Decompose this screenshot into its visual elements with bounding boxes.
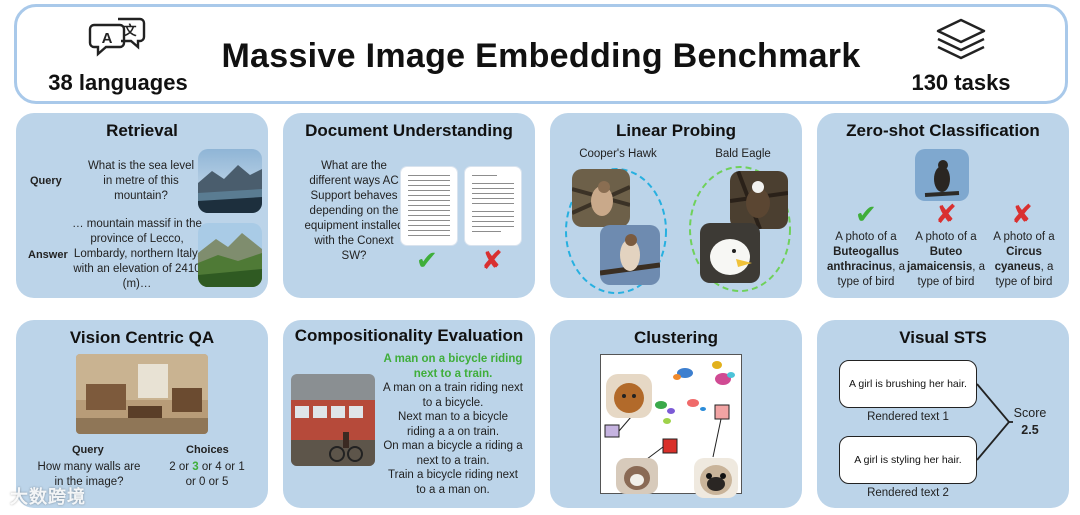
page-title: Massive Image Embedding Benchmark bbox=[221, 37, 861, 75]
class-label-coopers-hawk: Cooper's Hawk bbox=[579, 148, 657, 160]
caption-option-1: A man on a train riding next to a bicycl… bbox=[383, 382, 523, 409]
translate-icon: A 文 bbox=[88, 17, 146, 57]
visual-sts-title: Visual STS bbox=[899, 328, 987, 347]
vision-qa-title: Vision Centric QA bbox=[69, 328, 215, 347]
cross-icon: ✘ bbox=[1011, 199, 1033, 229]
vqa-choices: 2 or 3 or 4 or 1 or 0 or 5 bbox=[169, 461, 245, 488]
check-icon: ✔ bbox=[416, 245, 438, 275]
languages-stat: A 文 38 languages bbox=[43, 17, 193, 96]
caption-option-2: Next man to a bicycle riding a a on trai… bbox=[398, 411, 508, 438]
zero-shot-option-2: A photo of a Buteo jamaicensis, a type o… bbox=[907, 231, 986, 288]
caption-option-3: On man a bicycle a riding a next to a tr… bbox=[383, 440, 523, 467]
train-bicycle-photo bbox=[291, 374, 375, 466]
tasks-count: 130 tasks bbox=[911, 70, 1011, 95]
rendered-text-box-2: A girl is styling her hair. bbox=[839, 436, 977, 484]
cat-photo bbox=[616, 458, 658, 494]
retrieval-title: Retrieval bbox=[106, 121, 178, 140]
linear-probing-panel: Linear Probing Cooper's Hawk Bald Eagle bbox=[550, 113, 802, 298]
bird-query-photo bbox=[915, 149, 969, 201]
rendered-text-box-1: A girl is brushing her hair. bbox=[839, 360, 977, 408]
score-value: 2.5 bbox=[1021, 423, 1039, 437]
document-page-2 bbox=[465, 167, 521, 245]
cross-icon: ✘ bbox=[935, 199, 957, 229]
svg-text:A: A bbox=[102, 30, 113, 47]
pug-photo bbox=[694, 458, 738, 498]
retrieval-answer-text: … mountain massif in the province of Lec… bbox=[72, 218, 202, 290]
rendered-text-label-2: Rendered text 2 bbox=[867, 487, 949, 499]
hawk-photo-1 bbox=[572, 169, 630, 227]
class-label-bald-eagle: Bald Eagle bbox=[715, 148, 771, 160]
svg-text:文: 文 bbox=[123, 23, 137, 39]
visual-sts-panel: Visual STS A girl is brushing her hair. … bbox=[817, 320, 1069, 508]
retrieval-query-label: Query bbox=[30, 175, 62, 187]
clustering-panel: Clustering bbox=[550, 320, 802, 508]
vqa-choices-label: Choices bbox=[186, 444, 229, 456]
clustering-title: Clustering bbox=[633, 328, 719, 347]
zero-shot-panel: Zero-shot Classification ✔ ✘ ✘ A photo o… bbox=[817, 113, 1069, 298]
hawk-photo-2 bbox=[600, 225, 660, 285]
score-bracket bbox=[976, 383, 1013, 461]
header-banner: A 文 38 languages Massive Image Embedding… bbox=[14, 4, 1068, 104]
vqa-query-label: Query bbox=[72, 444, 104, 456]
vqa-query-text: How many walls are in the image? bbox=[37, 461, 141, 488]
score-label: Score bbox=[1013, 406, 1047, 420]
document-question: What are the different ways AC Support b… bbox=[304, 160, 404, 262]
mountain-photo-query bbox=[198, 149, 262, 213]
correct-caption: A man on a bicycle riding next to a trai… bbox=[383, 353, 523, 380]
mountain-photo-answer bbox=[198, 223, 262, 287]
rendered-text-label-1: Rendered text 1 bbox=[867, 411, 949, 423]
zero-shot-option-1: A photo of a Buteogallus anthracinus, a … bbox=[827, 231, 905, 288]
room-photo bbox=[76, 354, 208, 434]
check-icon: ✔ bbox=[855, 199, 877, 229]
retrieval-panel: Retrieval Query What is the sea level in… bbox=[16, 113, 268, 298]
vqa-correct-choice: 3 bbox=[192, 461, 199, 473]
document-page-1 bbox=[401, 167, 457, 245]
zero-shot-title: Zero-shot Classification bbox=[846, 121, 1040, 140]
retrieval-query-text: What is the sea level in metre of this m… bbox=[87, 160, 195, 202]
eagle-photo-1 bbox=[730, 171, 788, 229]
compositionality-title: Compositionality Evaluation bbox=[294, 326, 524, 345]
retrieval-answer-label: Answer bbox=[28, 249, 68, 261]
watermark: 大数跨境 bbox=[10, 487, 86, 507]
document-title: Document Understanding bbox=[305, 121, 513, 140]
eagle-photo-2 bbox=[700, 223, 760, 283]
zero-shot-option-3: A photo of a Circus cyaneus, a type of b… bbox=[993, 231, 1055, 288]
cross-icon: ✘ bbox=[481, 245, 503, 275]
vision-qa-panel: Vision Centric QA Query How many walls a… bbox=[16, 320, 268, 508]
caption-option-4: Train a bicycle riding next to a a man o… bbox=[388, 469, 518, 496]
dog-photo-1 bbox=[606, 374, 652, 418]
cluster-blobs bbox=[655, 361, 735, 424]
languages-count: 38 languages bbox=[48, 70, 188, 95]
layers-icon bbox=[936, 18, 986, 60]
linear-probing-title: Linear Probing bbox=[616, 121, 736, 140]
compositionality-panel: Compositionality Evaluation A man on a b… bbox=[283, 320, 535, 508]
tasks-stat: 130 tasks bbox=[901, 17, 1021, 96]
document-panel: Document Understanding What are the diff… bbox=[283, 113, 535, 298]
